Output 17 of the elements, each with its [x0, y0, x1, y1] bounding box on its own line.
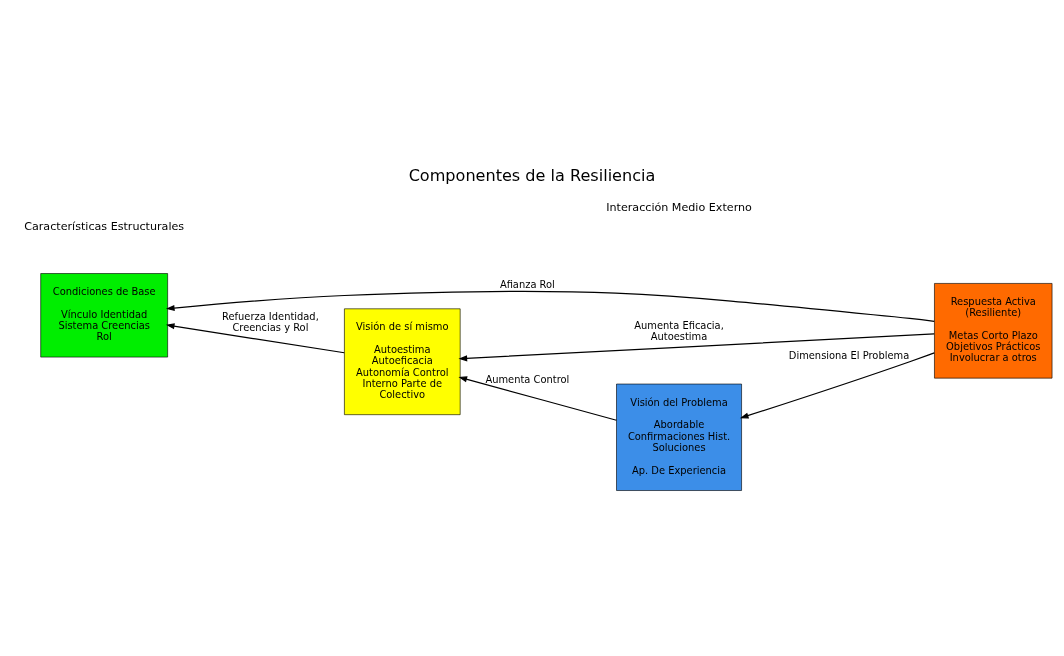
- arrow: [165, 290, 935, 322]
- edge-label: Afianza Rol: [499, 278, 555, 290]
- arrow: [458, 376, 618, 421]
- label: Características Estructurales: [24, 219, 185, 233]
- edge-label: Dimensiona El Problema: [788, 349, 910, 361]
- edge-label: Aumenta Control: [485, 373, 570, 385]
- arrow: [165, 323, 345, 354]
- label: Interacción Medio Externo: [606, 200, 752, 214]
- arrow: [458, 333, 935, 362]
- edge-label: Aumenta Eficacia, Autoestima: [634, 319, 724, 342]
- edge-label: Refuerza Identidad, Creencias y Rol: [222, 311, 319, 334]
- diagram-title: Componentes de la Resiliencia: [408, 165, 656, 185]
- node-box: Visión del Problema Abordable Confirmaciones Hist. Soluciones Ap. De Experiencia: [616, 383, 742, 491]
- node-box: Visión de sí mismo Autoestima Autoeficacia Autonomía Control Interno Parte de Colectivo: [344, 308, 461, 415]
- node-box: Condiciones de Base Vínculo Identidad Sistema Creencias Rol: [40, 273, 168, 358]
- node-box: Respuesta Activa (Resiliente) Metas Corto Plazo Objetivos Prácticos Involucrar a otros: [934, 283, 1053, 379]
- arrow: [739, 352, 935, 419]
